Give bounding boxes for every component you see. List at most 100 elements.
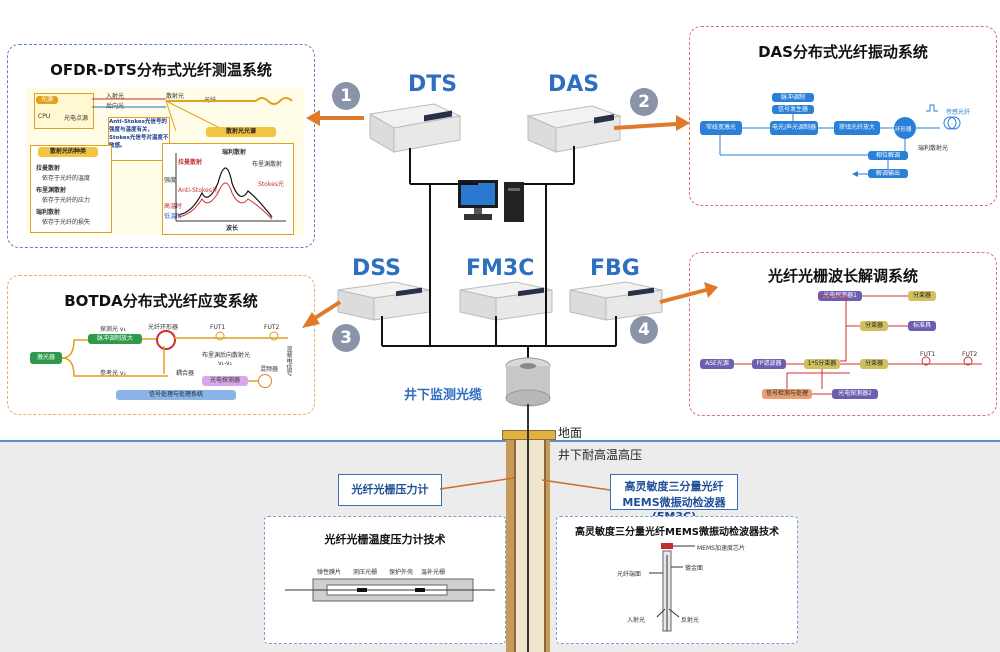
ofdr-laser: 光源 <box>36 96 58 104</box>
ofdr-raman-desc: 依存于光纤的温度 <box>42 175 91 182</box>
fbg-tech-title: 光纤光栅温度压力计技术 <box>324 533 446 546</box>
ofdr-antistokes-label: Anti-Stokes光 <box>178 187 219 194</box>
wellbore-cable <box>527 404 529 652</box>
dts-device <box>368 103 462 153</box>
fbg-tech-label-pressure-grating: 测压光栅 <box>353 569 378 576</box>
ofdr-rayleigh-peak: 瑞利散射 <box>222 149 247 156</box>
das-laser: 窄线宽激光 <box>700 121 742 135</box>
botda-pulse-amp: 脉冲调制放大 <box>88 334 142 344</box>
fbg-reference: 标准具 <box>908 321 936 331</box>
dss-label: DSS <box>352 256 401 281</box>
das-connections <box>719 104 961 177</box>
ofdr-types-label: 散射光的种类 <box>38 147 98 157</box>
das-phase-demod: 相位解调 <box>868 151 908 160</box>
fbg-tech-label-temp-grating: 温补光栅 <box>421 569 446 576</box>
wellhead <box>502 430 556 440</box>
botda-circulator-label: 光纤环形器 <box>148 324 179 331</box>
ofdr-brillouin-desc: 依存于光纤的应力 <box>42 197 91 204</box>
ofdr-dts-title: OFDR-DTS分布式光纤测温系统 <box>50 61 272 79</box>
fbg-fut2: FUT2 <box>962 351 978 358</box>
fbg-title: 光纤光栅波长解调系统 <box>767 267 918 285</box>
step-1-badge: 1 <box>332 82 360 110</box>
botda-mixer <box>258 374 272 388</box>
fbg-tech-panel: 光纤光栅温度压力计技术 弹性膜片 测压光栅 保护外壳 温补光栅 <box>264 516 506 644</box>
ofdr-dts-panel: OFDR-DTS分布式光纤测温系统 光源 CPU 光电点源 入射光 后向光 散射… <box>7 44 315 248</box>
das-pulse: 脉冲调制 <box>772 93 814 102</box>
das-modulator: 电光/声光调制器 <box>770 121 818 135</box>
ofdr-stokes-label: Stokes光 <box>258 181 284 188</box>
mems-chip-label: MEMS加速度芯片 <box>697 545 745 552</box>
ofdr-brillouin-peak: 布里渊散射 <box>252 161 283 168</box>
botda-detector: 光电探测器 <box>202 376 248 386</box>
step-3-badge: 3 <box>332 324 360 352</box>
das-amplifier: 掺铒光纤放大 <box>834 121 880 135</box>
fbg-connections <box>734 295 982 395</box>
ofdr-types-box <box>30 145 112 233</box>
das-circulator-label: 环形器 <box>895 127 912 133</box>
dts-label: DTS <box>408 72 458 97</box>
mems-tech-panel: 高灵敏度三分量光纤MEMS微振动检波器技术 MEMS加速度芯片 光纤端面 镀金面… <box>556 516 798 644</box>
ofdr-rayleigh: 瑞利散射 <box>36 209 61 216</box>
ofdr-diagram-area: 光源 CPU 光电点源 入射光 后向光 散射光 光纤 Anti-Stokes光信… <box>26 87 304 235</box>
das-label: DAS <box>548 72 600 97</box>
mems-grating-label: 光纤端面 <box>617 571 642 578</box>
das-output: 解调输出 <box>868 169 908 178</box>
ofdr-low-temp: 低温时 <box>164 213 183 220</box>
ofdr-rayleigh-desc: 依存于光纤的损失 <box>42 219 91 226</box>
ofdr-cpu: CPU <box>38 113 51 120</box>
fbg-splitter-a: 分束器 <box>908 291 936 301</box>
botda-brillouin: 布里渊后向散射光 <box>202 352 251 359</box>
botda-reference: 参考光 v₂ <box>100 370 126 377</box>
ofdr-raman-peak: 拉曼散射 <box>178 159 203 166</box>
das-circulator <box>894 117 916 139</box>
ofdr-spectrum-plot <box>175 153 286 222</box>
ofdr-fiber-lines <box>92 97 293 132</box>
botda-laser: 激光器 <box>30 352 62 364</box>
fbg-pressure-callout: 光纤光栅压力计 <box>338 474 442 506</box>
fbg-tech-diagram <box>285 578 495 602</box>
ofdr-antistokes-note: Anti-Stokes光信号的强度与温度有关，Stokes光信号对温度不敏感。 <box>108 117 170 161</box>
ofdr-high-temp: 高温时 <box>164 203 183 210</box>
das-panel: DAS分布式光纤振动系统 脉冲调制 信号发生器 窄线宽激光 电光/声光调制器 掺… <box>689 26 997 206</box>
botda-title: BOTDA分布式光纤应变系统 <box>64 292 258 310</box>
cable-label: 井下监测光缆 <box>404 388 483 403</box>
botda-panel: BOTDA分布式光纤应变系统 激光器 探测光 v₁ 脉冲调制放大 光纤环形器 F… <box>7 275 315 415</box>
mems-callout: 高灵敏度三分量光纤 MEMS微振动检波器(FM3C) <box>610 474 738 523</box>
fm3c-label: FM3C <box>466 256 535 281</box>
botda-if-signal: 混频电信号 <box>285 346 292 376</box>
downhole-label: 井下耐高温高压 <box>558 448 643 462</box>
ofdr-spectrum-box <box>162 143 294 235</box>
botda-circulator <box>156 330 176 350</box>
wellbore-inner <box>514 440 546 652</box>
ofdr-brillouin: 布里渊散射 <box>36 187 67 194</box>
botda-fut2: FUT2 <box>264 324 280 331</box>
fbg-fut1: FUT1 <box>920 351 936 358</box>
cable-spool-icon <box>505 357 551 407</box>
ofdr-spectrum-label: 散射光光谱 <box>206 127 276 137</box>
ground-line <box>0 440 1000 442</box>
das-device <box>526 105 622 153</box>
botda-freq: v₁-v₂ <box>218 360 232 367</box>
step-4-badge: 4 <box>630 316 658 344</box>
botda-coupler: 耦合器 <box>176 370 195 377</box>
fbg-splitter-b: 分束器 <box>860 321 888 331</box>
fbg-device <box>569 281 663 321</box>
das-sensing-fiber: 传感光纤 <box>946 109 971 116</box>
fbg-ase: ASE光源 <box>700 359 734 369</box>
mems-tech-title: 高灵敏度三分量光纤MEMS微振动检波器技术 <box>575 527 779 538</box>
step-2-badge: 2 <box>630 88 658 116</box>
fbg-tech-label-housing: 保护外壳 <box>389 569 414 576</box>
mems-coating-label: 镀金面 <box>685 565 704 572</box>
ofdr-wavelength: 波长 <box>226 225 239 232</box>
fbg-fp: FP滤波器 <box>752 359 786 369</box>
fbg-splitter-c: 分束器 <box>860 359 888 369</box>
mems-tech-diagram <box>649 543 695 632</box>
dss-device <box>337 281 431 321</box>
mems-callout-line1: 高灵敏度三分量光纤 <box>624 480 724 493</box>
mems-reflect-label: 反射光 <box>681 617 700 624</box>
fbg-signal-proc: 信号检测与处理 <box>762 389 812 399</box>
fbg-detector2: 光电探测器2 <box>832 389 878 399</box>
fbg-label: FBG <box>590 256 640 281</box>
